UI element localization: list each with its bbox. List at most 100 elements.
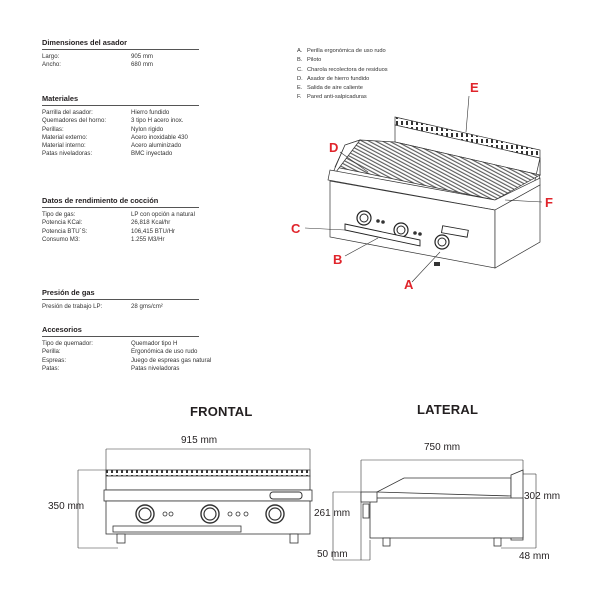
spec-row: Ancho: 680 mm bbox=[42, 61, 262, 69]
section-materiales: Materiales Parrilla del asador:Hierro fu… bbox=[42, 94, 262, 159]
spec-label: Tipo de gas: bbox=[42, 211, 76, 218]
spec-value: BMC inyectado bbox=[131, 150, 173, 158]
parts-legend: A. Perilla ergonómica de uso rudo B.Pilot… bbox=[297, 47, 388, 103]
spec-label: Largo: bbox=[42, 53, 60, 60]
spec-label: Material externo: bbox=[42, 133, 88, 141]
spec-value: 3 tipo H acero inox. bbox=[131, 117, 184, 125]
spec-label: Consumo M3: bbox=[42, 235, 80, 243]
left-side-slope bbox=[329, 139, 361, 181]
callout-d: D bbox=[329, 140, 338, 155]
spec-label: Quemadores del horno: bbox=[42, 117, 107, 125]
spec-value: 680 mm bbox=[131, 61, 154, 69]
spec-label: Perilla: bbox=[42, 348, 61, 356]
section-title: Presión de gas bbox=[42, 288, 199, 300]
legend-letter: C. bbox=[297, 66, 303, 73]
spec-row: Consumo M3: 1.255 M3/Hr bbox=[42, 236, 262, 244]
spec-row: Quemadores del horno: 3 tipo H acero inox… bbox=[42, 117, 262, 125]
legend-item: B.Piloto bbox=[297, 56, 388, 65]
legend-item: C.Charola recolectora de residuos bbox=[297, 66, 388, 75]
legend-letter: F. bbox=[297, 94, 302, 101]
spec-label: Potencia BTU´S: bbox=[42, 227, 88, 235]
legend-item: F. Pared anti-salpicaduras bbox=[297, 93, 388, 102]
lateral-front-offset-label: 50 mm bbox=[317, 549, 348, 560]
spec-value: Quemador tipo H bbox=[131, 340, 178, 347]
spec-value: Hierro fundido bbox=[131, 109, 170, 116]
spec-label: Potencia KCal: bbox=[42, 219, 83, 227]
spec-value: Acero inoxidable 430 bbox=[131, 133, 188, 141]
spec-value: Nylon rigido bbox=[131, 125, 164, 133]
legend-text: Piloto bbox=[307, 57, 322, 64]
spec-label: Material interno: bbox=[42, 142, 86, 150]
knob-center bbox=[393, 222, 409, 238]
frontal-width-label: 915 mm bbox=[181, 435, 218, 446]
lateral-depth-label: 750 mm bbox=[424, 442, 461, 453]
section-presion: Presión de gas Presión de trabajo LP: 28 … bbox=[42, 288, 262, 311]
spec-row: Material interno: Acero aluminizado bbox=[42, 142, 262, 150]
spec-row: Largo: 905 mm bbox=[42, 53, 262, 61]
drip-tray bbox=[344, 223, 421, 247]
spec-row: Tipo de quemador:Quemador tipo H bbox=[42, 340, 262, 348]
section-accesorios: Accesorios Tipo de quemador:Quemador tip… bbox=[42, 325, 262, 373]
spec-label: Espreas: bbox=[42, 356, 67, 364]
spec-value: 26,818 Kcal/hr bbox=[131, 219, 171, 227]
spec-value: 905 mm bbox=[131, 53, 154, 60]
callout-b: B bbox=[333, 252, 342, 267]
spec-value: Patas niveladoras bbox=[131, 364, 180, 372]
lateral-total-height-label: 302 mm bbox=[524, 491, 561, 502]
legend-letter: A. bbox=[297, 48, 303, 54]
legend-item: E. Salida de aire caliente bbox=[297, 84, 388, 93]
spec-value: 1.255 M3/Hr bbox=[131, 235, 165, 243]
spec-row: Presión de trabajo LP: 28 gms/cm² bbox=[42, 303, 262, 311]
frontal-height-label: 350 mm bbox=[48, 501, 85, 512]
frontal-view-drawing bbox=[77, 448, 313, 549]
legend-text: Salida de aire caliente bbox=[307, 85, 363, 92]
callout-lines bbox=[304, 95, 543, 283]
spec-row: Perilla: Ergonómica de uso rudo bbox=[42, 348, 262, 356]
spec-row: Perillas: Nylon rigido bbox=[42, 126, 262, 134]
spec-value: Juego de espreas gas natural bbox=[131, 356, 212, 364]
legend-text: Asador de hierro fundido bbox=[307, 75, 370, 82]
foot bbox=[434, 262, 440, 266]
spec-label: Patas: bbox=[42, 364, 60, 372]
spec-label: Perillas: bbox=[42, 125, 64, 133]
spec-row: Potencia KCal: 26,818 Kcal/hr bbox=[42, 219, 262, 227]
callout-f: F bbox=[545, 195, 553, 210]
spec-value: 28 gms/cm² bbox=[131, 303, 163, 310]
right-side-panel bbox=[494, 184, 541, 269]
brand-badge bbox=[440, 225, 469, 238]
spec-row: Parrilla del asador:Hierro fundido bbox=[42, 109, 262, 117]
knob-right bbox=[434, 234, 450, 250]
knob-left bbox=[356, 210, 372, 226]
section-dimensiones: Dimensiones del asador Largo: 905 mm Anch… bbox=[42, 38, 262, 70]
spec-row: Espreas: Juego de espreas gas natural bbox=[42, 357, 262, 365]
legend-item: A. Perilla ergonómica de uso rudo bbox=[297, 47, 388, 56]
section-title: Datos de rendimiento de cocción bbox=[42, 196, 199, 208]
lateral-rear-offset-label: 48 mm bbox=[519, 551, 550, 562]
spec-row: Patas niveladoras: BMC inyectado bbox=[42, 150, 262, 158]
lateral-view-title: LATERAL bbox=[417, 402, 479, 417]
legend-letter: E. bbox=[297, 85, 303, 92]
spec-value: Acero aluminizado bbox=[131, 142, 182, 150]
section-title: Dimensiones del asador bbox=[42, 38, 199, 50]
legend-text: Pared anti-salpicaduras bbox=[307, 94, 367, 101]
spec-value: LP con opción a natural bbox=[131, 211, 195, 218]
section-title: Materiales bbox=[42, 94, 199, 106]
callout-e: E bbox=[470, 80, 479, 95]
section-rendimiento: Datos de rendimiento de cocción Tipo de … bbox=[42, 196, 262, 244]
pilot-lights bbox=[376, 219, 422, 236]
spec-label: Patas niveladoras: bbox=[42, 150, 93, 158]
spec-label: Ancho: bbox=[42, 61, 61, 69]
spec-row: Potencia BTU´S: 106,415 BTU/Hr bbox=[42, 228, 262, 236]
legend-text: Perilla ergonómica de uso rudo bbox=[307, 48, 386, 54]
lateral-body-height-label: 261 mm bbox=[314, 508, 351, 519]
spec-value: Ergonómica de uso rudo bbox=[131, 348, 198, 356]
frontal-view-title: FRONTAL bbox=[190, 404, 253, 419]
spec-value: 106,415 BTU/Hr bbox=[131, 227, 176, 235]
section-title: Accesorios bbox=[42, 325, 199, 337]
lateral-view-drawing bbox=[332, 459, 537, 561]
spec-row: Material externo: Acero inoxidable 430 bbox=[42, 134, 262, 142]
spec-label: Presión de trabajo LP: bbox=[42, 303, 103, 310]
spec-row: Patas: Patas niveladoras bbox=[42, 365, 262, 373]
legend-letter: D. bbox=[297, 75, 303, 82]
